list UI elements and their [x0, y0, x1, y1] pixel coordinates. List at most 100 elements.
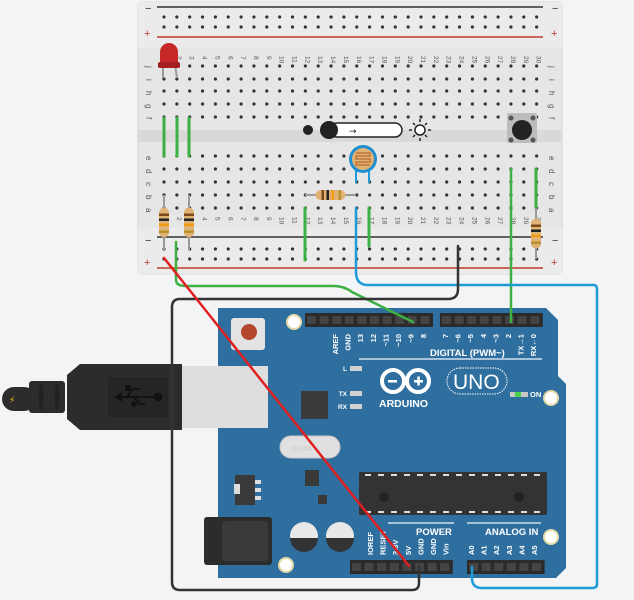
breadboard-hole[interactable] [393, 180, 397, 184]
breadboard-hole[interactable] [213, 64, 217, 68]
rail-hole[interactable] [226, 15, 230, 19]
breadboard-hole[interactable] [393, 64, 397, 68]
breadboard-hole[interactable] [419, 206, 423, 210]
breadboard-hole[interactable] [355, 77, 359, 81]
rail-hole[interactable] [393, 247, 397, 251]
breadboard-hole[interactable] [535, 89, 539, 93]
rail-hole[interactable] [200, 247, 205, 251]
breadboard-hole[interactable] [380, 193, 385, 197]
breadboard-hole[interactable] [213, 89, 217, 93]
breadboard[interactable]: 1122334455667788991010111112121313141415… [137, 1, 563, 275]
breadboard-hole[interactable] [226, 115, 230, 119]
breadboard-hole[interactable] [316, 115, 320, 119]
breadboard-hole[interactable] [200, 102, 205, 106]
breadboard-hole[interactable] [380, 77, 385, 81]
breadboard-hole[interactable] [457, 180, 462, 184]
breadboard-hole[interactable] [380, 102, 385, 106]
breadboard-hole[interactable] [252, 206, 256, 210]
rail-hole[interactable] [175, 15, 179, 19]
breadboard-hole[interactable] [496, 180, 500, 184]
rail-hole[interactable] [175, 25, 179, 29]
breadboard-hole[interactable] [329, 77, 333, 81]
breadboard-hole[interactable] [355, 89, 359, 93]
breadboard-hole[interactable] [239, 180, 243, 184]
rail-hole[interactable] [483, 15, 487, 19]
reset-button[interactable] [231, 318, 265, 350]
rail-hole[interactable] [188, 25, 192, 29]
breadboard-hole[interactable] [175, 77, 179, 81]
rail-hole[interactable] [483, 247, 487, 251]
header-pin[interactable] [494, 563, 504, 571]
wire-black-gnd[interactable] [170, 244, 460, 592]
breadboard-hole[interactable] [303, 167, 307, 171]
rail-hole[interactable] [290, 257, 295, 261]
rail-hole[interactable] [239, 247, 243, 251]
header-pin[interactable] [467, 316, 477, 324]
header-pin[interactable] [377, 563, 387, 571]
rail-hole[interactable] [303, 25, 307, 29]
breadboard-hole[interactable] [278, 64, 282, 68]
breadboard-hole[interactable] [252, 102, 256, 106]
breadboard-hole[interactable] [470, 77, 474, 81]
breadboard-hole[interactable] [457, 115, 462, 119]
breadboard-hole[interactable] [368, 77, 372, 81]
rail-hole[interactable] [239, 15, 243, 19]
breadboard-hole[interactable] [368, 115, 372, 119]
rail-hole[interactable] [380, 247, 385, 251]
breadboard-hole[interactable] [522, 64, 526, 68]
breadboard-hole[interactable] [535, 154, 539, 158]
breadboard-hole[interactable] [226, 102, 230, 106]
breadboard-hole[interactable] [457, 64, 462, 68]
breadboard-hole[interactable] [265, 64, 269, 68]
rail-hole[interactable] [316, 15, 320, 19]
breadboard-hole[interactable] [213, 115, 217, 119]
breadboard-hole[interactable] [188, 77, 192, 81]
rail-hole[interactable] [406, 15, 410, 19]
rail-hole[interactable] [522, 15, 526, 19]
breadboard-hole[interactable] [265, 102, 269, 106]
breadboard-hole[interactable] [483, 180, 487, 184]
rail-hole[interactable] [470, 257, 474, 261]
breadboard-hole[interactable] [290, 64, 295, 68]
breadboard-hole[interactable] [393, 206, 397, 210]
breadboard-hole[interactable] [239, 102, 243, 106]
breadboard-hole[interactable] [457, 102, 462, 106]
breadboard-hole[interactable] [213, 102, 217, 106]
rail-hole[interactable] [213, 247, 217, 251]
breadboard-hole[interactable] [175, 89, 179, 93]
breadboard-hole[interactable] [380, 206, 385, 210]
breadboard-hole[interactable] [393, 154, 397, 158]
breadboard-hole[interactable] [278, 206, 282, 210]
breadboard-hole[interactable] [265, 77, 269, 81]
rail-hole[interactable] [329, 247, 333, 251]
breadboard-hole[interactable] [457, 167, 462, 171]
breadboard-hole[interactable] [213, 180, 217, 184]
breadboard-hole[interactable] [200, 89, 205, 93]
breadboard-hole[interactable] [496, 167, 500, 171]
breadboard-hole[interactable] [432, 115, 436, 119]
breadboard-hole[interactable] [380, 89, 385, 93]
rail-hole[interactable] [535, 25, 539, 29]
rail-hole[interactable] [342, 257, 346, 261]
breadboard-hole[interactable] [457, 154, 462, 158]
breadboard-hole[interactable] [457, 77, 462, 81]
rail-hole[interactable] [239, 25, 243, 29]
breadboard-hole[interactable] [175, 193, 179, 197]
breadboard-hole[interactable] [303, 64, 307, 68]
breadboard-hole[interactable] [188, 64, 192, 68]
rail-hole[interactable] [496, 15, 500, 19]
breadboard-hole[interactable] [329, 115, 333, 119]
pushbutton[interactable] [507, 113, 537, 143]
breadboard-hole[interactable] [355, 102, 359, 106]
breadboard-hole[interactable] [406, 64, 410, 68]
wire-blue-a0[interactable] [354, 206, 599, 590]
breadboard-hole[interactable] [200, 154, 205, 158]
arduino-uno-board[interactable]: 16.000 DIGITAL (PWM~) POWER AN [180, 308, 566, 578]
rail-hole[interactable] [188, 15, 192, 19]
breadboard-hole[interactable] [162, 77, 166, 81]
rail-hole[interactable] [380, 25, 385, 29]
breadboard-hole[interactable] [483, 167, 487, 171]
rail-hole[interactable] [162, 25, 166, 29]
breadboard-hole[interactable] [252, 180, 256, 184]
rail-hole[interactable] [445, 15, 449, 19]
